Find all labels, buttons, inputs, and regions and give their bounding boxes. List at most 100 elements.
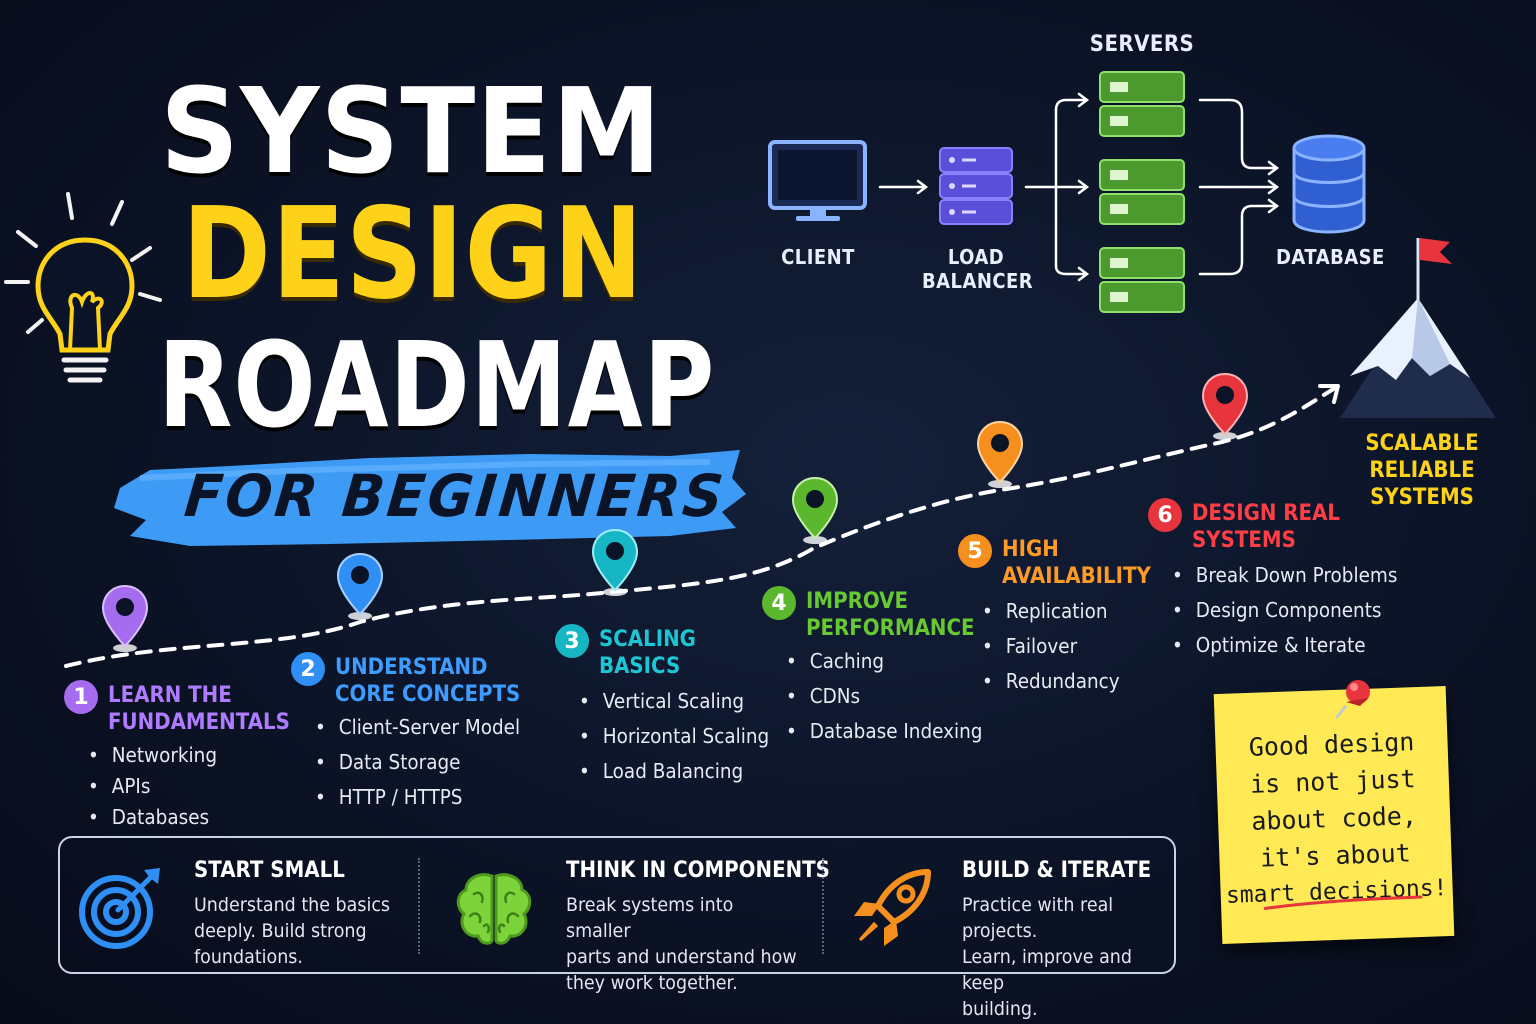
note-underline [1263,895,1423,910]
step-items: Vertical Scaling Horizontal Scaling Load… [555,684,786,789]
tip-divider [822,858,824,954]
step-2: 2 UNDERSTAND CORE CONCEPTS Client-Server… [291,652,541,815]
step-3: 3 SCALING BASICS Vertical Scaling Horizo… [555,624,786,789]
goal-line-3: SYSTEMS [1370,485,1474,510]
map-pin-4-icon [791,476,839,544]
tip-start-small: START SMALL Understand the basics deeply… [60,838,420,972]
step-title-line-1: UNDERSTAND [335,655,488,680]
step-item: Optimize & Iterate [1172,628,1397,663]
title-line-roadmap: ROADMAP [158,316,716,454]
step-item: Client-Server Model [315,710,523,745]
tip-text-line: deeply. Build strong [194,920,367,942]
map-pin-6-icon [1201,372,1249,440]
step-item: Redundancy [982,664,1153,699]
step-item: Break Down Problems [1172,558,1398,593]
step-number-badge: 6 [1148,498,1182,532]
step-title-line-2: AVAILABILITY [1002,564,1151,589]
servers-label: SERVERS [1089,32,1195,57]
database-icon [1292,134,1366,234]
tip-text-line: they work together. [566,972,738,994]
step-number-badge: 1 [64,680,98,714]
step-item: Data Storage [315,745,523,780]
title-line-design: DESIGN [182,180,644,327]
step-items: Networking APIs Databases [64,740,310,833]
servers-icon [1099,71,1185,313]
map-pin-2-icon [336,552,384,620]
tip-title: START SMALL [194,858,345,883]
step-item: APIs [88,771,292,802]
tip-build-and-iterate: BUILD & ITERATE Practice with real proje… [826,838,1176,1020]
step-title-line-2: CORE CONCEPTS [335,682,521,707]
step-title-line-1: LEARN THE [108,683,232,708]
step-1: 1 LEARN THE FUNDAMENTALS Networking APIs… [64,680,310,833]
step-6: 6 DESIGN REAL SYSTEMS Break Down Problem… [1148,498,1417,663]
tip-think-in-components: THINK IN COMPONENTS Break systems into s… [422,838,830,994]
pushpin-icon [1334,680,1370,719]
tip-text-line: parts and understand how [566,946,797,968]
step-title-line-2: BASICS [599,654,681,679]
step-items: Client-Server Model Data Storage HTTP / … [291,710,541,815]
step-4: 4 IMPROVE PERFORMANCE Caching CDNs Datab… [762,586,1000,749]
step-items: Caching CDNs Database Indexing [762,644,1000,749]
flag-icon [1420,238,1452,264]
step-item: Databases [88,802,292,833]
tip-text-line: foundations. [194,946,303,968]
step-item: Design Components [1172,593,1397,628]
step-5: 5 HIGH AVAILABILITY Replication Failover… [958,534,1167,699]
tip-text-line: Practice with real projects. [962,894,1114,942]
load-balancer-icon [939,147,1013,225]
step-item: HTTP / HTTPS [315,780,523,815]
map-pin-3-icon [591,528,639,596]
tip-text-line: Learn, improve and keep [962,946,1132,994]
tip-text-line: Break systems into smaller [566,894,734,942]
load-balancer-label-2: BALANCER [922,269,1034,293]
title-subtitle: FOR BEGINNERS [181,462,729,530]
step-item: Vertical Scaling [579,684,769,719]
map-pin-5-icon [976,420,1024,488]
goal-text: SCALABLE RELIABLE SYSTEMS [1359,430,1485,511]
step-item: Database Indexing [786,714,983,749]
sticky-note: Good design is not just about code, it's… [1213,686,1455,944]
tip-text-line: building. [962,998,1038,1020]
step-items: Replication Failover Redundancy [958,594,1167,699]
brain-icon [456,873,532,945]
step-title-line-1: HIGH [1002,537,1059,562]
step-title-line-1: DESIGN REAL [1192,501,1341,526]
step-item: Horizontal Scaling [579,719,769,754]
architecture-diagram [768,71,1366,313]
lightbulb-icon [4,192,162,383]
step-item: Failover [982,629,1153,664]
step-number-badge: 2 [291,652,325,686]
tip-title: BUILD & ITERATE [962,858,1152,883]
step-number-badge: 4 [762,586,796,620]
step-item: Networking [88,740,292,771]
rocket-icon [854,869,931,946]
step-title-line-1: IMPROVE [806,589,908,614]
client-label: CLIENT [781,245,855,269]
tip-divider [418,858,420,954]
step-title-line-2: PERFORMANCE [806,616,975,641]
client-monitor-icon [768,140,867,221]
goal-line-2: RELIABLE [1369,458,1475,483]
goal-line-1: SCALABLE [1365,431,1479,456]
database-label: DATABASE [1276,245,1385,269]
step-title-line-2: SYSTEMS [1192,528,1296,553]
step-item: Load Balancing [579,754,769,789]
step-item: Replication [982,594,1153,629]
step-items: Break Down Problems Design Components Op… [1148,558,1417,663]
load-balancer-label-1: LOAD [947,245,1005,269]
step-title-line-2: FUNDAMENTALS [108,710,290,735]
mountain-peak-icon [1340,238,1496,418]
title-line-system: SYSTEM [160,62,663,200]
map-pin-1-icon [101,584,149,652]
step-number-badge: 5 [958,534,992,568]
tip-text-line: Understand the basics [194,894,391,916]
tip-title: THINK IN COMPONENTS [566,858,830,883]
tips-box: START SMALL Understand the basics deeply… [58,836,1176,1020]
step-item: CDNs [786,679,982,714]
step-title-line-1: SCALING [599,627,696,652]
target-icon [79,868,160,949]
step-number-badge: 3 [555,624,589,658]
step-item: Caching [786,644,982,679]
